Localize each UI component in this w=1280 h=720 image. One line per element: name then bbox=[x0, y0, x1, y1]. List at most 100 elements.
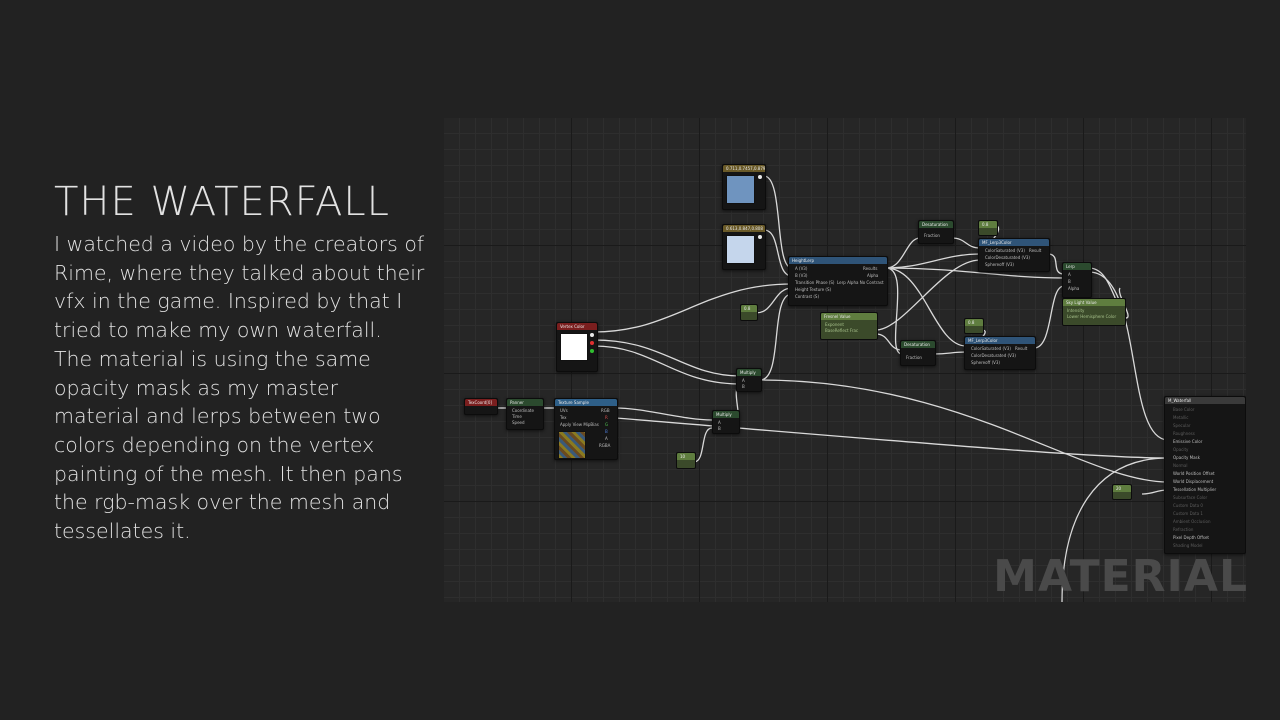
wire-desatb-mflerpb bbox=[933, 351, 967, 355]
lerp-node[interactable]: Lerp A B Alpha bbox=[1062, 262, 1092, 298]
pin-label: Roughness bbox=[1173, 431, 1195, 436]
wire-scalara-heightlerp bbox=[755, 287, 793, 314]
texture-sample-node[interactable]: Texture Sample UVs Tex Apply View MipBia… bbox=[554, 398, 618, 460]
output-label: R bbox=[605, 415, 608, 420]
scalar-constant-node-b[interactable]: 10 bbox=[676, 452, 696, 469]
node-title: Panner bbox=[507, 399, 543, 406]
pin-label: World Position Offset bbox=[1173, 471, 1215, 476]
output-label: Lerp Alpha No Contrast bbox=[837, 280, 884, 285]
multiply-node-b[interactable]: Multiply A B bbox=[712, 410, 740, 434]
graph-watermark: MATERIAL bbox=[993, 551, 1246, 602]
vector-constant-node-a[interactable]: 0.711,0.7457,0.879 bbox=[722, 164, 766, 210]
pin-label: Refraction bbox=[1173, 527, 1194, 532]
desaturation-node-b[interactable]: Desaturation Fraction bbox=[900, 340, 936, 366]
node-title: Fresnel Value bbox=[821, 313, 877, 320]
pin-label: Intensity bbox=[1067, 308, 1085, 313]
wire-heightlerp-mflerp-a bbox=[885, 253, 981, 269]
pin-label: B bbox=[718, 426, 721, 431]
wire-scalarb-multiplyb bbox=[693, 427, 713, 463]
output-pin-rgb[interactable] bbox=[590, 333, 594, 337]
pin-label: Shading Model bbox=[1173, 543, 1203, 548]
wire-vertex-multiply-b bbox=[593, 345, 741, 385]
output-label: RGBA bbox=[599, 443, 611, 448]
node-title: 0.8 bbox=[979, 221, 997, 228]
pin-label: Pixel Depth Offset bbox=[1173, 535, 1209, 540]
output-label: G bbox=[605, 422, 609, 427]
output-label: Alpha bbox=[867, 273, 879, 278]
wire-material-offscreen bbox=[1061, 457, 1169, 602]
pin-label: Specular bbox=[1173, 423, 1191, 428]
output-pin-r[interactable] bbox=[590, 341, 594, 345]
pin-label: Opacity Mask bbox=[1173, 455, 1200, 460]
panner-node[interactable]: Panner Coordinate Time Speed bbox=[506, 398, 544, 430]
node-title: HeightLerp bbox=[789, 257, 887, 264]
node-title: 20 bbox=[1113, 485, 1131, 492]
slide-title: THE WATERFALL bbox=[54, 179, 390, 225]
node-title: 0.8 bbox=[965, 319, 983, 326]
scalar-constant-node-d[interactable]: 0.8 bbox=[964, 318, 984, 334]
node-title: Multiply bbox=[737, 369, 761, 376]
vertex-color-node[interactable]: Vertex Color bbox=[556, 322, 598, 372]
wire-lerp-material-emissive bbox=[1088, 271, 1169, 441]
node-title: 10 bbox=[677, 453, 695, 460]
output-pin[interactable] bbox=[758, 235, 762, 239]
pin-label: A (V3) bbox=[795, 266, 808, 271]
pin-label: Speed bbox=[512, 420, 525, 425]
height-lerp-node[interactable]: HeightLerp A (V3) B (V3) Transition Phas… bbox=[788, 256, 888, 306]
mf-lerp3color-node-b[interactable]: MF_Lerp3Color ColorSaturated (V3) ColorD… bbox=[964, 336, 1036, 370]
scalar-constant-node-c[interactable]: 0.8 bbox=[978, 220, 998, 236]
node-title: MF_Lerp3Color bbox=[965, 337, 1035, 344]
node-title: Desaturation bbox=[901, 341, 935, 348]
pin-label: Tex bbox=[560, 415, 567, 420]
pin-label: B bbox=[1068, 279, 1071, 284]
pin-label: A bbox=[742, 378, 745, 383]
multiply-node-a[interactable]: Multiply A B bbox=[736, 368, 762, 392]
pin-label: Lower Hemisphere Color bbox=[1067, 314, 1117, 319]
node-title: Multiply bbox=[713, 411, 739, 418]
node-title: M_Waterfall bbox=[1165, 397, 1245, 404]
pin-label: World Displacement bbox=[1173, 479, 1214, 484]
node-title: TexCoord[0] bbox=[465, 399, 497, 406]
texcoord-node[interactable]: TexCoord[0] bbox=[464, 398, 498, 415]
output-pin-g[interactable] bbox=[590, 349, 594, 353]
pin-label: A bbox=[718, 420, 721, 425]
wire-constvec-desat bbox=[875, 333, 903, 351]
slide-text-block: THE WATERFALL I watched a video by the c… bbox=[54, 178, 426, 546]
material-output-node[interactable]: M_Waterfall Base Color Metallic Specular… bbox=[1164, 396, 1246, 554]
output-pin[interactable] bbox=[758, 175, 762, 179]
wire-heightlerp-mflerp-b bbox=[885, 267, 967, 347]
node-title: Texture Sample bbox=[555, 399, 617, 406]
pin-label: Custom Data 1 bbox=[1173, 511, 1203, 516]
pin-label: Fraction bbox=[906, 355, 922, 360]
node-title: 0.711,0.7457,0.879 bbox=[723, 165, 765, 172]
sky-light-node[interactable]: Sky Light Value Intensity Lower Hemisphe… bbox=[1062, 298, 1126, 326]
pin-label: Time bbox=[512, 414, 522, 419]
scalar-constant-node-a[interactable]: 0.8 bbox=[740, 304, 758, 321]
output-label: RGB bbox=[601, 408, 610, 413]
vector-constant-node-b[interactable]: 0.613,0.847,0.808 bbox=[722, 224, 766, 270]
pin-label: B bbox=[742, 384, 745, 389]
color-swatch-white bbox=[560, 333, 588, 361]
wire-desata-mflerp bbox=[951, 237, 981, 249]
desaturation-node-a[interactable]: Desaturation Fraction bbox=[918, 220, 954, 244]
material-graph-canvas[interactable]: 0.711,0.7457,0.879 0.613,0.847,0.808 Hei… bbox=[444, 118, 1246, 602]
wire-vertex-multiply bbox=[593, 339, 741, 377]
output-label: Result bbox=[1029, 248, 1042, 253]
pin-label: ColorDesaturated (V3) bbox=[985, 255, 1030, 260]
mf-lerp3color-node-a[interactable]: MF_Lerp3Color ColorSaturated (V3) ColorD… bbox=[978, 238, 1050, 272]
node-title: Vertex Color bbox=[557, 323, 597, 330]
wire-veca-heightlerp bbox=[763, 175, 793, 269]
output-label: A bbox=[605, 436, 608, 441]
node-title: Lerp bbox=[1063, 263, 1091, 270]
pin-label: Subsurface Color bbox=[1173, 495, 1208, 500]
texture-thumbnail bbox=[558, 431, 586, 459]
wire-texture-multiplyb bbox=[615, 407, 713, 421]
pin-label: Sphereoff (V3) bbox=[985, 262, 1014, 267]
fresnel-value-node[interactable]: Fresnel Value Exponent BaseReflect Frac bbox=[820, 312, 878, 340]
scalar-constant-node-e[interactable]: 20 bbox=[1112, 484, 1132, 500]
output-label: B bbox=[605, 429, 608, 434]
pin-label: B (V3) bbox=[795, 273, 808, 278]
node-title: 0.613,0.847,0.808 bbox=[723, 225, 765, 232]
pin-label: Emissive Color bbox=[1173, 439, 1203, 444]
pin-label: A bbox=[1068, 272, 1071, 277]
